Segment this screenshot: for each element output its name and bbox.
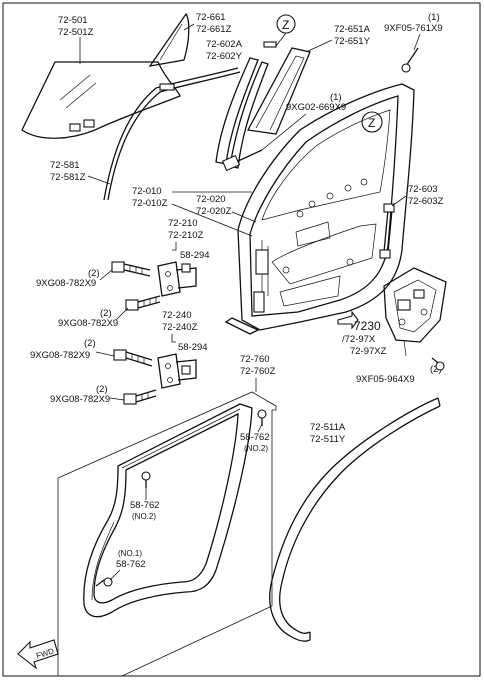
door-panel-leader-2 (171, 203, 253, 237)
hinge-bolt-2[interactable] (125, 295, 161, 311)
sash-bolt[interactable] (221, 149, 263, 172)
lock-screw[interactable] (431, 357, 445, 371)
door-check[interactable] (379, 203, 395, 259)
upper-hinge-label: 72-210 (168, 218, 198, 229)
clip-upper[interactable] (257, 409, 267, 426)
upper-hinge-label-2: 72-210Z (168, 230, 204, 241)
ref-z-leader (275, 32, 287, 47)
bolt2-label: 9XG08-782X9 (58, 318, 118, 329)
hinge-bolt-4[interactable] (123, 389, 157, 405)
forward-arrow-icon: FWD (17, 639, 59, 670)
glass-label-2: 72-501Z (58, 27, 94, 38)
reference-z-door[interactable]: Z (361, 111, 383, 133)
lower-hinge[interactable] (157, 353, 197, 389)
check-label-2: 72-603Z (408, 196, 444, 207)
door-glass[interactable] (21, 61, 181, 139)
door-weatherstrip-label-2: 72-760Z (240, 366, 276, 377)
upper-weatherstrip-leader (305, 39, 333, 53)
svg-text:Z: Z (368, 116, 375, 130)
door-weatherstrip[interactable] (83, 403, 253, 618)
quarter-glass-label-2: 72-661Z (196, 24, 232, 35)
sash-channel-label: 72-602A (206, 39, 243, 50)
lower-hinge-label: 72-240 (162, 310, 192, 321)
sash-bolt-leader (261, 113, 307, 151)
door-inner-label-2: 72-020Z (196, 206, 232, 217)
glass-run-leader (87, 175, 111, 185)
bolt1-label: 9XG08-782X9 (36, 278, 96, 289)
door-weatherstrip-label: 72-760 (240, 354, 270, 365)
hinge-bolt-1[interactable] (111, 261, 151, 277)
clip-upper-label-2: (NO.2) (244, 444, 268, 453)
sash-bolt-label: 9XG02-669X9 (286, 102, 346, 113)
bolt1-leader (99, 269, 113, 281)
lock-part-label-2: 72-97XZ (350, 346, 387, 357)
sash-channel-label-2: 72-602Y (206, 51, 243, 62)
top-screw-qty: (1) (428, 12, 440, 23)
clip-upper-leader (257, 423, 263, 433)
quarter-glass[interactable] (148, 12, 190, 67)
clip-mid-label-2: (NO.2) (132, 512, 156, 521)
door-lock-assembly[interactable] (383, 267, 447, 357)
quarter-glass-leader (183, 23, 195, 31)
upper-weatherstrip-label-2: 72-651Y (334, 36, 371, 47)
glass-run-channel[interactable] (103, 67, 241, 201)
rear-door-shell[interactable] (224, 83, 415, 335)
clip-lower[interactable] (95, 577, 113, 587)
lower-hinge-label-2: 72-240Z (162, 322, 198, 333)
weatherstrip-detail-box (57, 391, 277, 677)
reference-z-top[interactable]: Z (276, 14, 296, 34)
bolt3-label: 9XG08-782X9 (30, 350, 90, 361)
body-weatherstrip-label: 72-511A (310, 422, 346, 433)
lock-part-label: /72-97X (342, 334, 376, 345)
door-inner-leader (231, 211, 257, 223)
upper-weatherstrip-label: 72-651A (334, 24, 371, 35)
bolt2-qty: (2) (100, 308, 112, 319)
sash-bolt-qty: (1) (330, 92, 342, 103)
lower-hinge-bracket (171, 334, 176, 343)
top-screw-label: 9XF05-761X9 (384, 23, 443, 34)
quarter-glass-label: 72-661 (196, 12, 226, 23)
clip-mid[interactable] (141, 471, 151, 488)
clip-lower-leader (109, 569, 121, 581)
lock-reference-arrow[interactable] (337, 310, 359, 330)
upper-pin-label: 58-294 (180, 250, 210, 261)
channel-top-clip[interactable] (263, 41, 277, 48)
top-screw-leader (413, 33, 421, 51)
door-panel-label-2: 72-010Z (132, 198, 168, 209)
body-weatherstrip[interactable] (269, 397, 441, 642)
bolt1-qty: (2) (88, 268, 100, 279)
clip-mid-label: 58-762 (130, 500, 160, 511)
upper-hinge-bracket (172, 242, 177, 251)
lock-screw-qty: (2) (430, 364, 442, 375)
bolt3-qty: (2) (84, 338, 96, 349)
upper-hinge[interactable] (157, 261, 197, 297)
body-weatherstrip-label-2: 72-511Y (310, 434, 346, 445)
bolt2-leader (115, 307, 129, 321)
clip-lower-label: (NO.1) (118, 549, 142, 558)
clip-upper-label: 58-762 (240, 432, 270, 443)
glass-run-label-2: 72-581Z (50, 172, 86, 183)
top-screw[interactable] (401, 47, 419, 73)
glass-label: 72-501 (58, 15, 88, 26)
bolt4-qty: (2) (96, 384, 108, 395)
sash-channel[interactable] (215, 57, 269, 169)
door-panel-label: 72-010 (132, 186, 162, 197)
bolt3-leader (95, 351, 115, 357)
clip-lower-label-2: 58-762 (116, 559, 146, 570)
check-leader (391, 195, 407, 207)
lock-ref-label: 7230 (354, 319, 381, 333)
glass-run-label: 72-581 (50, 160, 80, 171)
bolt4-leader (109, 397, 125, 401)
upper-weatherstrip[interactable] (246, 47, 311, 135)
svg-text:Z: Z (282, 18, 289, 32)
check-label: 72-603 (408, 184, 438, 195)
lower-pin-label: 58-294 (178, 342, 208, 353)
bolt4-label: 9XG08-782X9 (50, 394, 110, 405)
hinge-bolt-3[interactable] (113, 349, 153, 367)
door-inner-label: 72-020 (196, 194, 226, 205)
lock-screw-label: 9XF05-964X9 (356, 374, 415, 385)
